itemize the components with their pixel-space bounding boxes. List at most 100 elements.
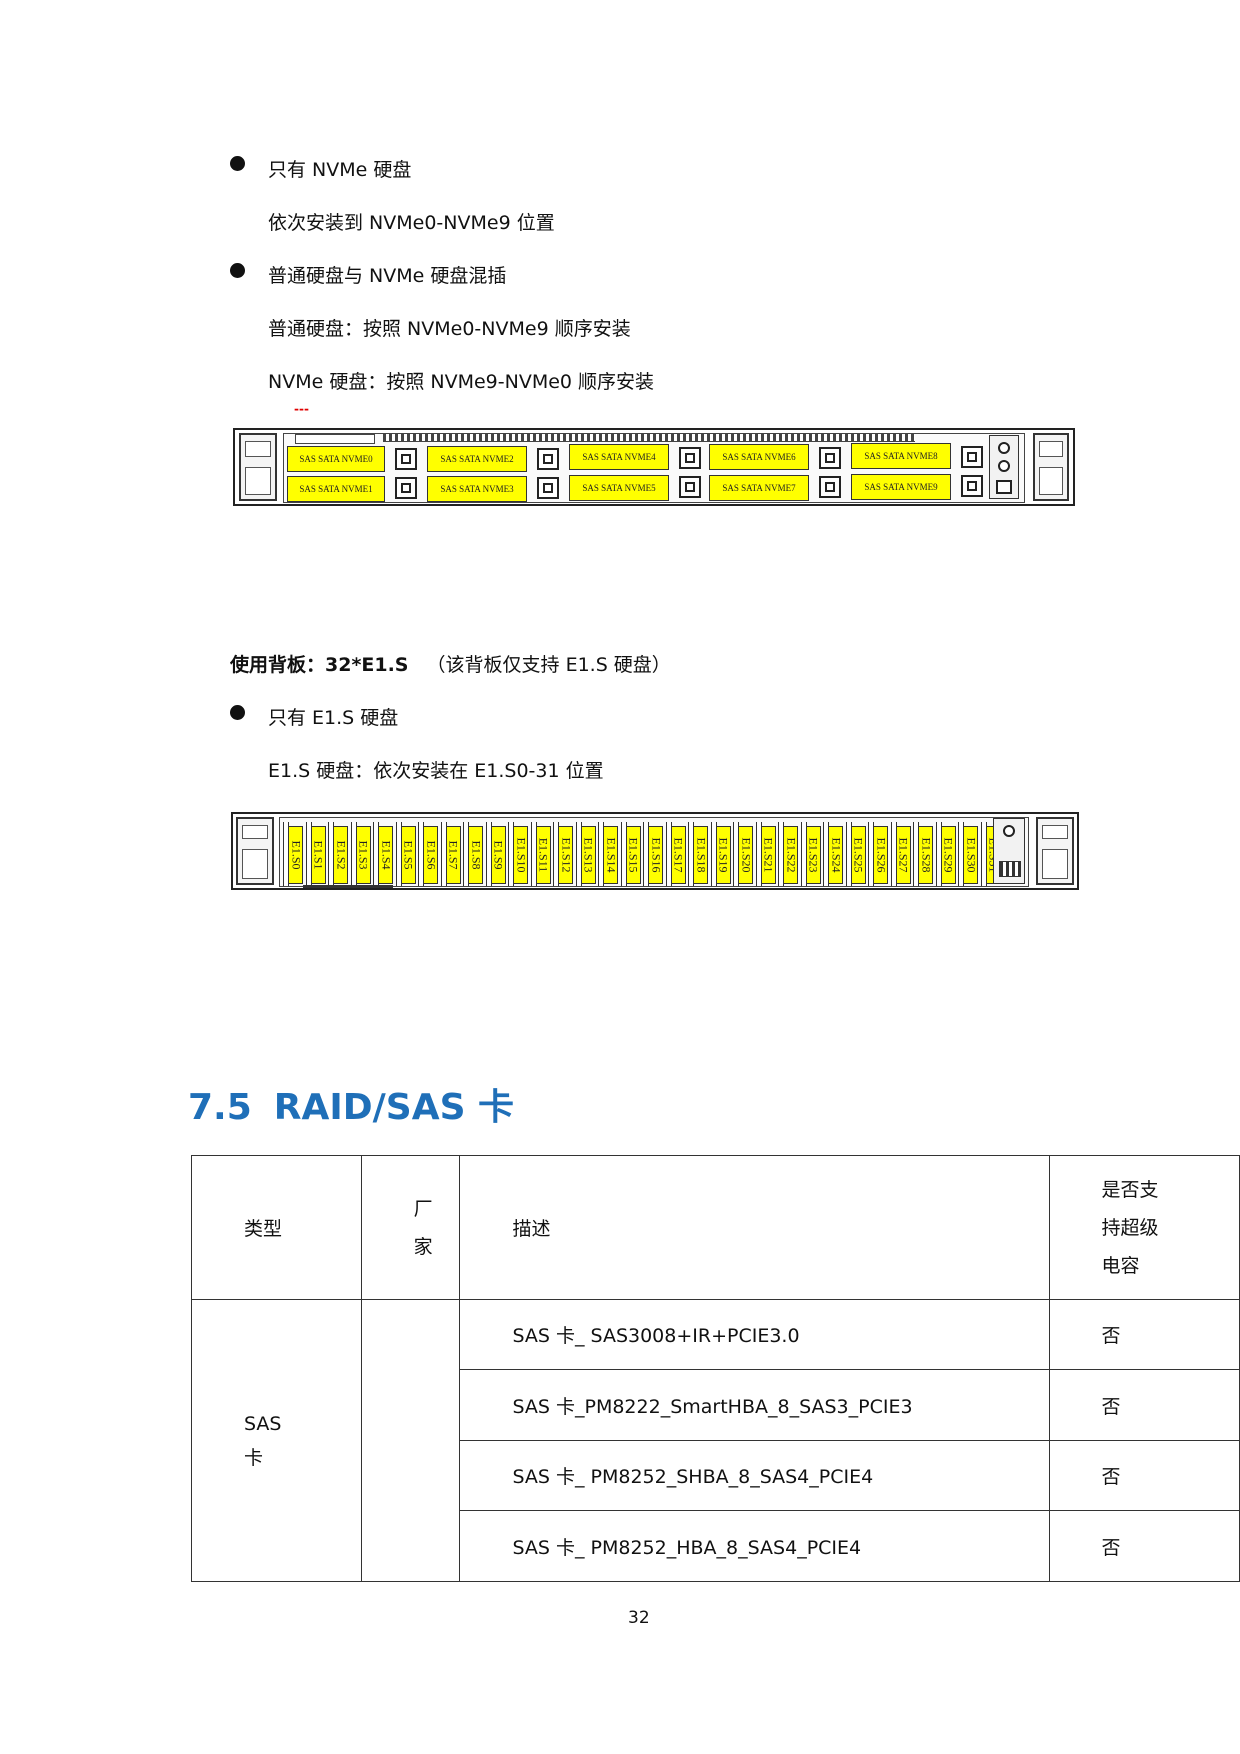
e1s-slot-label: E1.S20 xyxy=(739,837,753,873)
drive-bay: SAS SATA NVME2 xyxy=(427,446,527,472)
e1s-slot-label: E1.S14 xyxy=(604,837,618,873)
table-row: SAS 卡 SAS 卡_ SAS3008+IR+PCIE3.0 否 xyxy=(191,1299,1240,1582)
control-panel xyxy=(989,435,1019,499)
e1s-slot: E1.S14 xyxy=(603,826,618,884)
e1s-slot-label: E1.S11 xyxy=(536,837,551,873)
e1s-slot-label: E1.S29 xyxy=(941,837,956,873)
list-item-detail: E1.S 硬盘：依次安装在 E1.S0-31 位置 xyxy=(268,760,604,782)
e1s-slot: E1.S29 xyxy=(940,826,956,884)
backplane-label: 使用背板：32*E1.S xyxy=(230,654,409,676)
right-ear xyxy=(1036,817,1074,885)
table-header-row: 类型 厂 家 描述 是否支 持超级 电容 xyxy=(191,1155,1240,1300)
row-supercap: 否 xyxy=(1048,1369,1240,1441)
header-description: 描述 xyxy=(459,1155,1050,1300)
group-vendor-cell xyxy=(360,1299,461,1582)
list-item-title: 只有 NVMe 硬盘 xyxy=(268,159,412,181)
header-vendor: 厂 家 xyxy=(360,1155,461,1300)
server-front-panel-e1s: E1.S0 E1.S1 E1.S2 E1.S3 E1.S4 E1.S5 E1.S6 E1.S7… xyxy=(231,812,1079,890)
row-description: SAS 卡_ SAS3008+IR+PCIE3.0 xyxy=(459,1299,1050,1370)
right-ear xyxy=(1033,433,1069,501)
e1s-slot-label: E1.S15 xyxy=(626,837,641,873)
list-item-title: 只有 E1.S 硬盘 xyxy=(268,707,399,729)
section-title: RAID/SAS 卡 xyxy=(273,1087,515,1128)
e1s-slot: E1.S18 xyxy=(693,826,708,884)
bullet-icon xyxy=(230,705,245,720)
row-description: SAS 卡_PM8222_SmartHBA_8_SAS3_PCIE3 xyxy=(459,1369,1050,1441)
backplane-note: （该背板仅支持 E1.S 硬盘） xyxy=(426,654,671,676)
drive-bay: SAS SATA NVME3 xyxy=(427,476,527,502)
header-supercap: 是否支 持超级 电容 xyxy=(1048,1155,1240,1300)
e1s-slot-label: E1.S5 xyxy=(401,840,416,870)
drive-bay: SAS SATA NVME6 xyxy=(709,444,809,470)
list-item-detail: 依次安装到 NVMe0-NVMe9 位置 xyxy=(268,212,555,234)
e1s-slot: E1.S6 xyxy=(423,826,438,884)
left-ear xyxy=(236,817,274,885)
e1s-slot-label: E1.S9 xyxy=(491,840,506,870)
e1s-slot: E1.S8 xyxy=(468,826,483,884)
e1s-slot-label: E1.S8 xyxy=(469,840,483,870)
e1s-slot-label: E1.S27 xyxy=(896,837,911,873)
indicator-leds-icon xyxy=(999,861,1021,877)
e1s-slot: E1.S30 xyxy=(963,826,978,884)
e1s-slot-label: E1.S1 xyxy=(311,840,326,870)
e1s-slot: E1.S28 xyxy=(918,826,933,884)
e1s-slot: E1.S22 xyxy=(783,826,798,884)
reset-button-icon xyxy=(998,460,1010,472)
e1s-slot: E1.S19 xyxy=(715,826,731,884)
e1s-slot: E1.S7 xyxy=(445,826,461,884)
row-description: SAS 卡_ PM8252_SHBA_8_SAS4_PCIE4 xyxy=(459,1440,1050,1511)
drive-bay: SAS SATA NVME1 xyxy=(287,476,385,502)
list-item-detail: NVMe 硬盘：按照 NVMe9-NVMe0 顺序安装 xyxy=(268,371,655,393)
e1s-slot-label: E1.S6 xyxy=(424,840,438,870)
e1s-slot: E1.S10 xyxy=(513,826,528,884)
e1s-slot: E1.S20 xyxy=(738,826,753,884)
drive-bay: SAS SATA NVME7 xyxy=(709,475,809,501)
power-button-icon xyxy=(998,442,1010,454)
e1s-slot: E1.S0 xyxy=(288,826,303,884)
drive-bay: SAS SATA NVME9 xyxy=(851,474,951,500)
e1s-slot: E1.S23 xyxy=(805,826,821,884)
drive-bay: SAS SATA NVME0 xyxy=(287,446,385,472)
e1s-slot-label: E1.S17 xyxy=(671,837,686,873)
row-supercap: 否 xyxy=(1048,1510,1240,1582)
e1s-slot-label: E1.S28 xyxy=(919,837,933,873)
e1s-slot: E1.S25 xyxy=(850,826,866,884)
e1s-slot: E1.S26 xyxy=(873,826,888,884)
page-number: 32 xyxy=(628,1608,650,1628)
e1s-slot: E1.S1 xyxy=(310,826,326,884)
e1s-slot-label: E1.S0 xyxy=(289,840,303,870)
e1s-slot: E1.S11 xyxy=(535,826,551,884)
server-front-panel-nvme: SAS SATA NVME0 SAS SATA NVME1 SAS SATA N… xyxy=(233,428,1075,506)
drive-bay: SAS SATA NVME8 xyxy=(851,443,951,469)
bullet-icon xyxy=(230,263,245,278)
row-supercap: 否 xyxy=(1048,1299,1240,1370)
e1s-slot: E1.S5 xyxy=(400,826,416,884)
row-description: SAS 卡_ PM8252_HBA_8_SAS4_PCIE4 xyxy=(459,1510,1050,1582)
header-type: 类型 xyxy=(191,1155,362,1300)
e1s-slot: E1.S2 xyxy=(333,826,348,884)
e1s-slot-label: E1.S2 xyxy=(334,840,348,870)
e1s-slot: E1.S4 xyxy=(378,826,393,884)
drive-bay: SAS SATA NVME4 xyxy=(569,444,669,470)
e1s-slot: E1.S27 xyxy=(895,826,911,884)
e1s-slot-label: E1.S7 xyxy=(446,840,461,870)
e1s-slot-label: E1.S30 xyxy=(964,837,978,873)
table-row: SAS 卡_ PM8252_HBA_8_SAS4_PCIE4 否 xyxy=(192,1510,1240,1582)
e1s-slot: E1.S24 xyxy=(828,826,843,884)
list-item-detail: 普通硬盘：按照 NVMe0-NVMe9 顺序安装 xyxy=(268,318,631,340)
e1s-slot: E1.S3 xyxy=(355,826,371,884)
red-mark: --- xyxy=(294,402,309,416)
usb-port-icon xyxy=(996,480,1012,494)
drive-bay: SAS SATA NVME5 xyxy=(569,475,669,501)
e1s-slot: E1.S21 xyxy=(760,826,776,884)
e1s-slot-label: E1.S19 xyxy=(716,837,731,873)
raid-sas-card-table: 类型 厂 家 描述 是否支 持超级 电容 SAS 卡 SAS 卡_ SAS300… xyxy=(191,1155,1240,1582)
e1s-slot-label: E1.S22 xyxy=(784,837,798,873)
e1s-slot-label: E1.S13 xyxy=(581,837,596,873)
e1s-slot-label: E1.S26 xyxy=(874,837,888,873)
e1s-slot-label: E1.S21 xyxy=(761,837,776,873)
e1s-slot: E1.S12 xyxy=(558,826,573,884)
e1s-slot-label: E1.S3 xyxy=(356,840,371,870)
row-supercap: 否 xyxy=(1048,1440,1240,1511)
group-type-cell: SAS 卡 xyxy=(191,1299,362,1582)
